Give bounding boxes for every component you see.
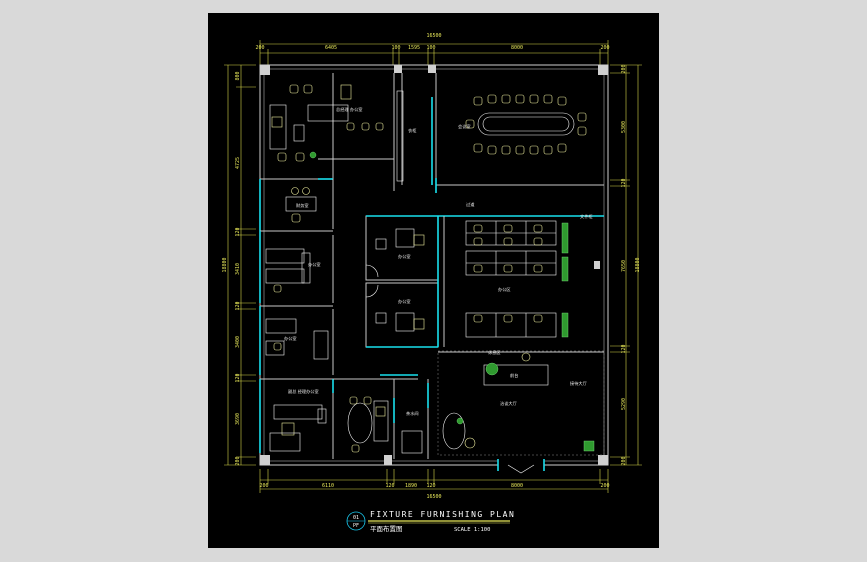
top-total-dim: 16500: [426, 33, 441, 39]
bottom-dim-2: 6110: [322, 483, 334, 489]
top-dim-3: 100: [391, 45, 400, 51]
floor-plan: 16500 200 6405 100 1595 100 8000 200 200…: [222, 33, 642, 533]
bottom-dimension-chain: 200 6110 120 1890 120 8000 200 16500: [259, 469, 610, 500]
left-dim-2: 4725: [235, 157, 241, 169]
sheet-code: PF: [353, 523, 359, 529]
top-dim-6: 8000: [511, 45, 523, 51]
left-dim-1: 800: [235, 71, 241, 80]
top-dim-1: 200: [255, 45, 264, 51]
top-dimension-chain: 16500 200 6405 100 1595 100 8000 200: [255, 33, 610, 65]
right-dim-5: 120: [621, 344, 627, 353]
office-c-label: 办公室: [398, 253, 411, 260]
left-dim-3: 120: [235, 227, 241, 236]
rest-area-label: 休息区: [488, 349, 501, 356]
finance-room-label: 财务室: [296, 202, 309, 209]
left-dim-4: 3410: [235, 263, 241, 275]
manager-office-2: 副总 经理办公室: [269, 388, 327, 452]
left-dim-8: 3690: [235, 413, 241, 425]
title-block: 01 PF FIXTURE FURNISHING PLAN 平面布置图 SCAL…: [346, 510, 515, 533]
bottom-dim-1: 200: [259, 483, 268, 489]
office-b-label: 办公室: [284, 335, 297, 342]
open-office: 办公区 文件柜 过道: [465, 201, 593, 338]
bottom-dim-7: 200: [600, 483, 609, 489]
office-d-label: 办公室: [398, 298, 411, 305]
manager-office-1-label: 总经理 办公室: [336, 106, 362, 113]
top-dim-7: 200: [600, 45, 609, 51]
drawing-scale: SCALE 1:100: [454, 527, 490, 533]
right-dim-4: 7650: [621, 260, 627, 272]
lobby-label: 接待大厅: [570, 380, 587, 387]
top-dim-5: 100: [426, 45, 435, 51]
manager-office-1: 总经理 办公室 衣柜: [269, 84, 416, 182]
bottom-total-dim: 16500: [426, 494, 441, 500]
right-dim-3: 120: [621, 178, 627, 187]
right-dimension-chain: 200 5300 120 7650 120 5290 200 18800: [610, 64, 642, 466]
right-dim-6: 5290: [621, 398, 627, 410]
drawing-title-cn: 平面布置图: [370, 524, 403, 533]
office-a: 办公室: [265, 248, 321, 293]
drawing-title-en: FIXTURE FURNISHING PLAN: [370, 510, 515, 519]
left-dimension-chain: 800 4725 120 3410 120 3400 120 3690 200 …: [222, 64, 256, 466]
open-office-label: 办公区: [498, 286, 511, 293]
sheet-number: 01: [353, 515, 359, 521]
filing-cabinet-label: 文件柜: [580, 213, 593, 220]
left-total-dim: 18800: [222, 257, 228, 272]
pantry-label: 茶水间: [406, 410, 419, 417]
left-dim-7: 120: [235, 373, 241, 382]
left-dim-5: 120: [235, 301, 241, 310]
office-b: 办公室: [265, 318, 329, 360]
interior-walls: [259, 73, 604, 459]
drawing-sheet: 16500 200 6405 100 1595 100 8000 200 200…: [208, 13, 659, 548]
manager-office-2-label: 副总 经理办公室: [288, 388, 319, 395]
meeting-room-label: 会议室: [458, 123, 471, 130]
office-a-label: 办公室: [308, 261, 321, 268]
lounge-label: 洽谈大厅: [500, 400, 517, 407]
bottom-dim-4: 1890: [405, 483, 417, 489]
right-dim-7: 200: [621, 456, 627, 465]
left-dim-9: 200: [235, 456, 241, 465]
office-d: 办公室: [375, 298, 425, 332]
bottom-dim-5: 120: [426, 483, 435, 489]
pantry: 茶水间: [347, 396, 423, 454]
bottom-dim-6: 8000: [511, 483, 523, 489]
right-dim-2: 5300: [621, 121, 627, 133]
left-dim-6: 3400: [235, 336, 241, 348]
right-dim-1: 200: [621, 64, 627, 73]
right-total-dim: 18800: [635, 257, 641, 272]
reception-area: 前台 接待大厅 洽谈大厅 休息区: [437, 349, 605, 456]
finance-room: 财务室: [285, 187, 317, 223]
corridor-label: 过道: [466, 201, 475, 208]
closet-label: 衣柜: [408, 127, 416, 134]
bottom-dim-3: 120: [385, 483, 394, 489]
top-dim-4: 1595: [408, 45, 420, 51]
top-dim-2: 6405: [325, 45, 337, 51]
meeting-room: 会议室: [458, 94, 587, 155]
office-c: 办公室: [375, 228, 425, 260]
reception-label: 前台: [510, 372, 518, 379]
